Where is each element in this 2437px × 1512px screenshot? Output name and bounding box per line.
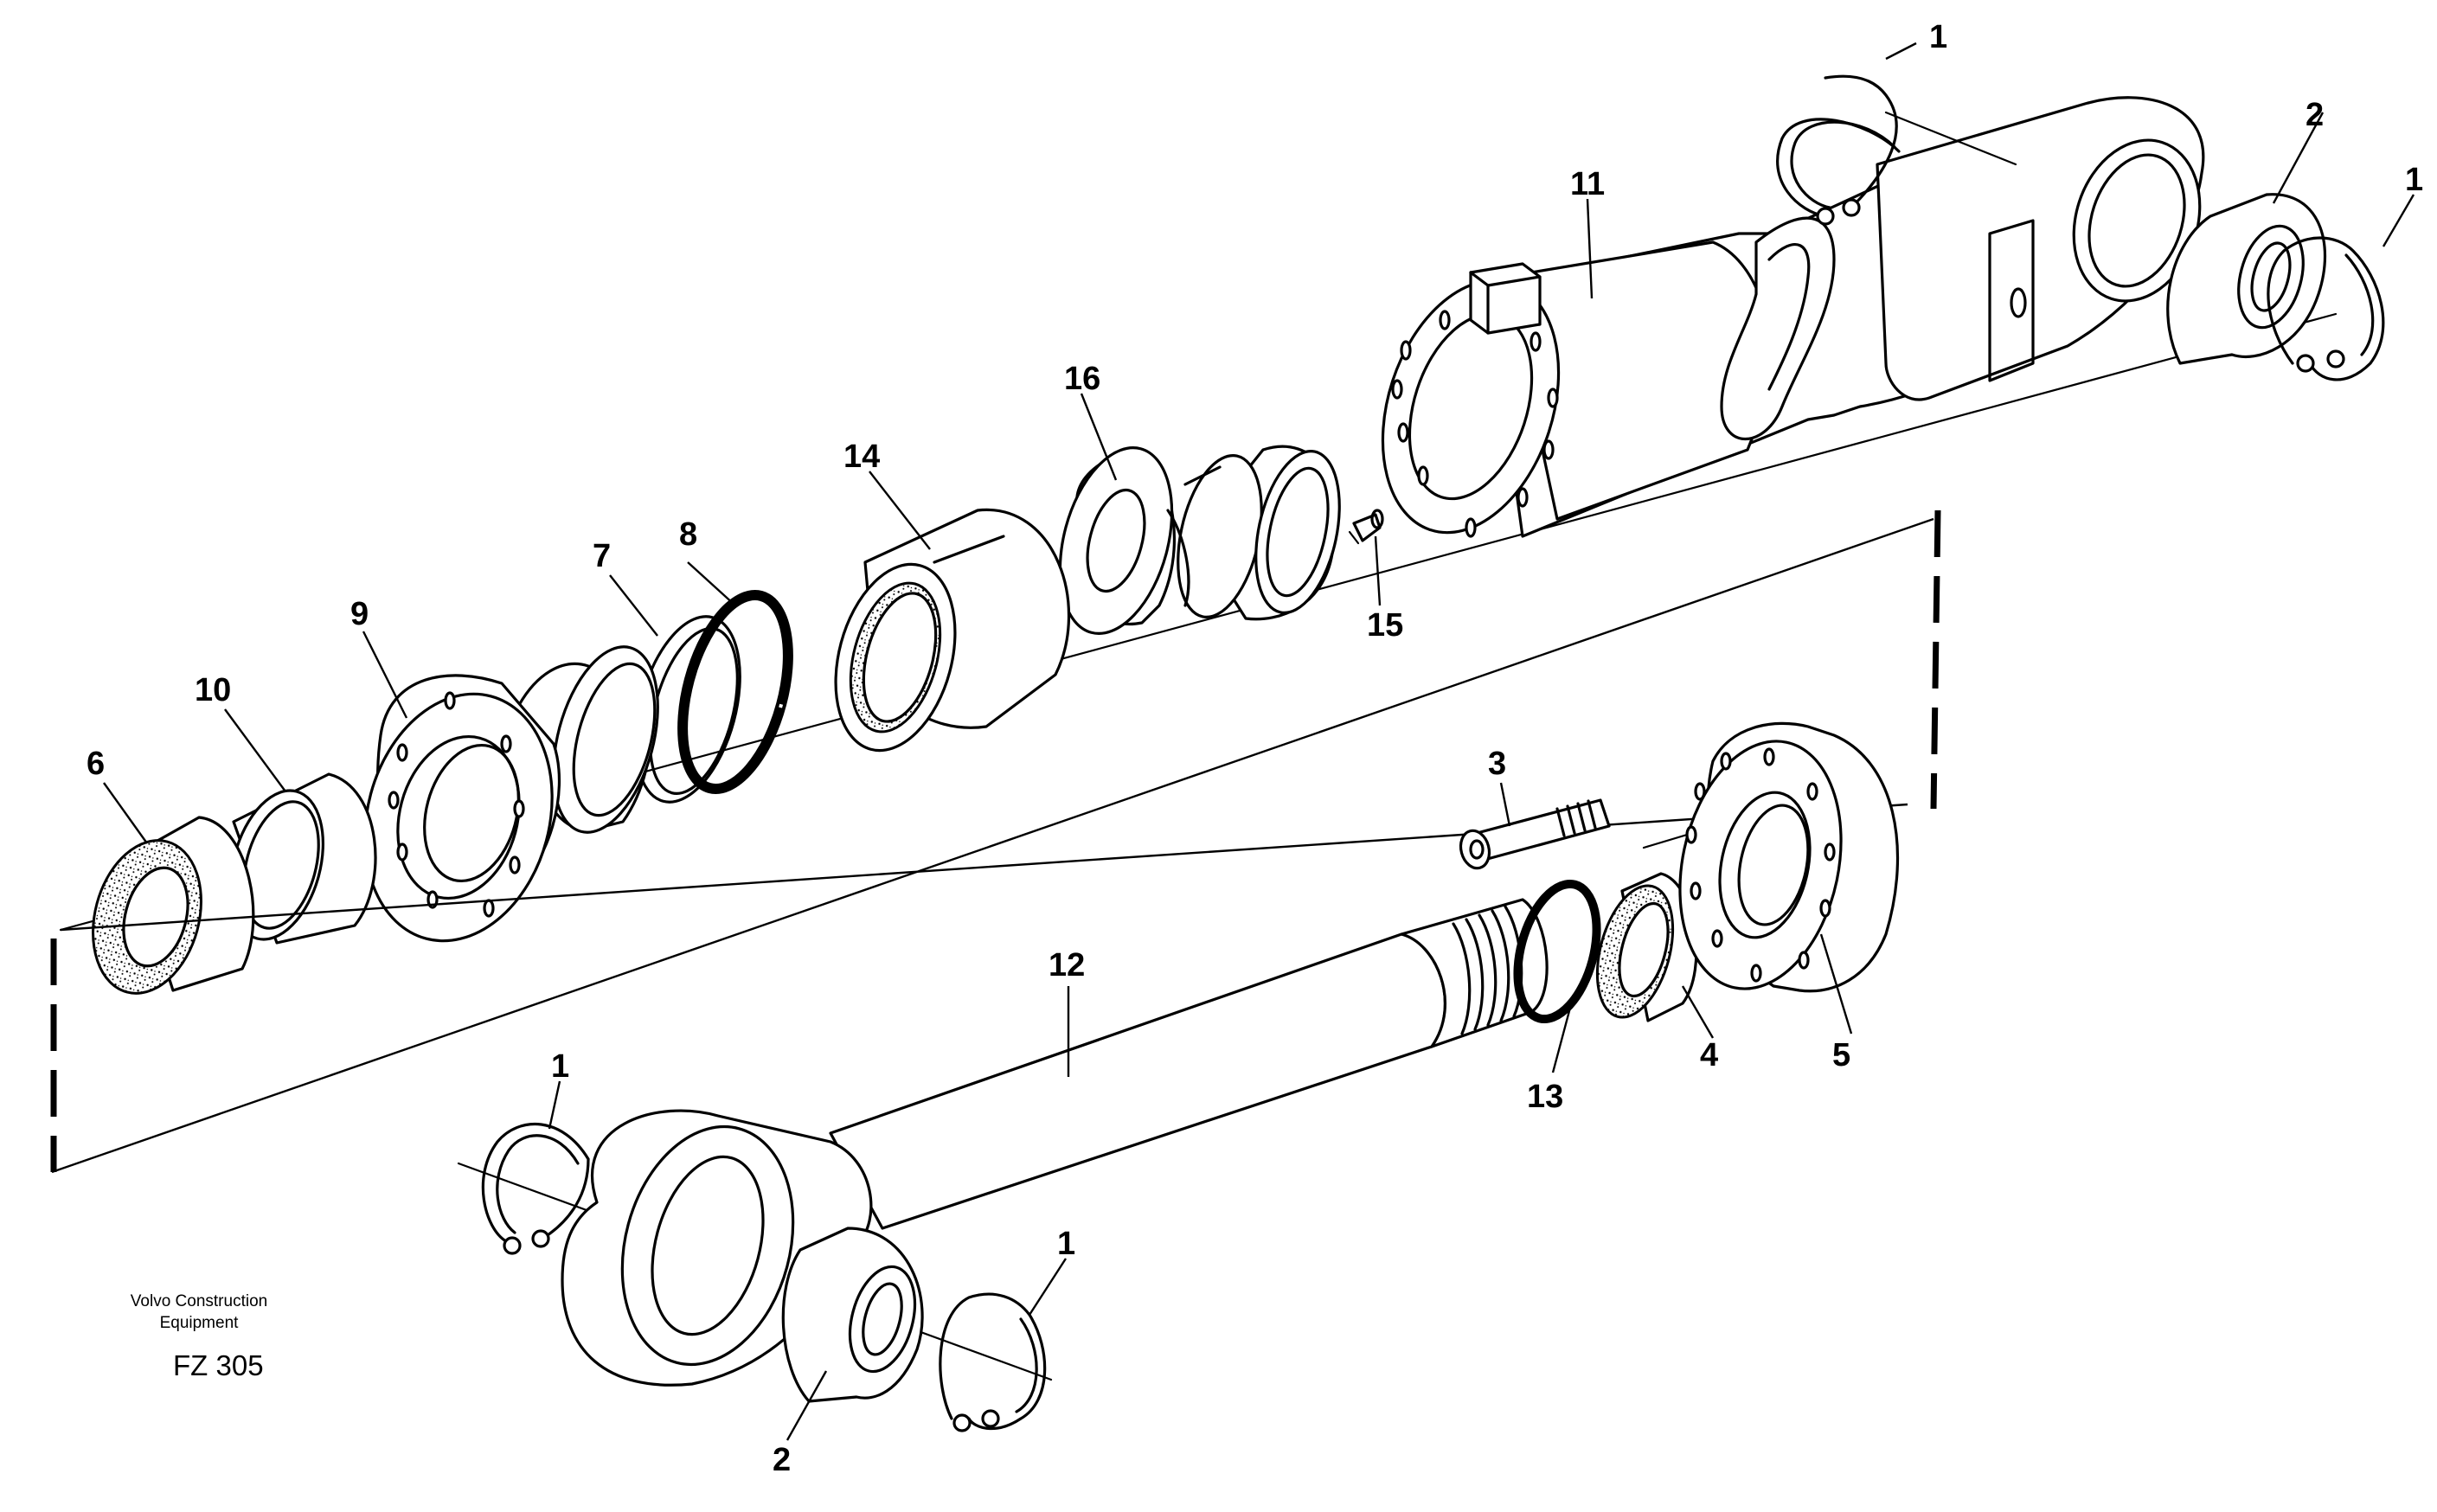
lower-assembly	[457, 721, 1900, 1432]
callout-3: 3	[1488, 746, 1506, 782]
upper-assembly	[59, 74, 2385, 995]
circlip-right	[2267, 236, 2385, 381]
socket-screw	[1459, 798, 1611, 870]
callout-11: 11	[1570, 166, 1605, 202]
screw-thread	[1555, 799, 1597, 837]
o-ring-13	[1513, 879, 1601, 1024]
manufacturer-name: Volvo Construction	[131, 1292, 267, 1310]
circlip-bottom	[939, 1292, 1047, 1432]
callout-5: 5	[1832, 1037, 1850, 1073]
callout-4: 4	[1700, 1037, 1718, 1073]
title-block: Volvo Construction Equipment FZ 305	[131, 1292, 267, 1381]
cylinder-barrel	[1381, 96, 2205, 538]
callout-12: 12	[1049, 947, 1085, 983]
figure-code: FZ 305	[173, 1349, 264, 1381]
callout-1-bottom: 1	[1057, 1226, 1075, 1262]
callout-14: 14	[843, 439, 880, 475]
callout-15: 15	[1367, 607, 1403, 644]
callout-8: 8	[679, 516, 697, 553]
callout-1-top: 1	[1929, 19, 1947, 55]
callout-9: 9	[350, 596, 369, 632]
callout-labels: 1 2 1 11 16 14 15 8 7 9 10 6 3 5 4 13 12…	[87, 19, 2423, 1478]
flange-holes	[1391, 297, 1559, 538]
leader-lines	[103, 42, 2415, 1441]
callout-16: 16	[1064, 361, 1100, 397]
manufacturer-name-line2: Equipment	[160, 1314, 240, 1332]
o-ring-8	[677, 590, 793, 794]
cylinder-head	[363, 645, 659, 943]
callout-1-right: 1	[2405, 162, 2423, 198]
callout-1-left: 1	[551, 1048, 569, 1085]
circlip-top	[1776, 74, 1901, 226]
rod-seal-4	[1595, 872, 1698, 1022]
callout-2-bottom: 2	[773, 1442, 791, 1478]
callout-6: 6	[87, 746, 105, 782]
callout-7: 7	[593, 538, 611, 574]
callout-2-top: 2	[2306, 97, 2324, 133]
lubrication-nipple	[1348, 509, 1384, 545]
cylinder-end-flange	[1678, 721, 1900, 993]
eye-bushing-bottom	[781, 1227, 924, 1403]
circlip-left	[481, 1123, 590, 1255]
rod-threads	[1452, 905, 1523, 1035]
eye-bushing-top	[2166, 193, 2326, 365]
end-flange-bolt-holes	[1685, 747, 1836, 983]
piston	[1058, 445, 1341, 635]
cylinder-guide	[834, 508, 1071, 753]
callout-10: 10	[195, 672, 231, 708]
wiper-6	[92, 816, 255, 995]
callout-13: 13	[1527, 1079, 1563, 1115]
